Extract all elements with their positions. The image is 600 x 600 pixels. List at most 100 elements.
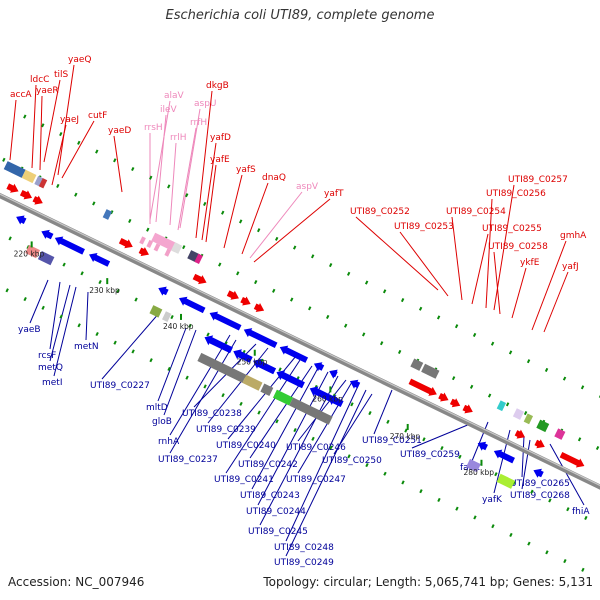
callout-line — [471, 233, 489, 305]
tick-mark — [253, 349, 256, 356]
gene-label-rcsF: rcsF — [38, 351, 56, 361]
lane-dot — [77, 140, 81, 145]
gene-label-UTI89_C0246: UTI89_C0246 — [286, 443, 346, 453]
callout-line — [259, 375, 339, 526]
gene-label-alaV: alaV — [164, 91, 185, 101]
callout-line — [227, 355, 297, 440]
gene-arrow — [226, 290, 239, 300]
callout-line — [201, 142, 217, 241]
lane-dot — [581, 567, 585, 572]
lane-dot — [472, 332, 477, 338]
lane-dot — [23, 114, 27, 119]
lane-dot — [308, 306, 312, 311]
callout-line — [251, 367, 319, 490]
cds-box — [151, 232, 179, 253]
cds-box — [554, 428, 566, 440]
lane-dot — [290, 297, 294, 302]
callout-line — [297, 379, 347, 442]
lane-dot — [544, 367, 549, 372]
lane-dot — [530, 489, 534, 494]
callout-line — [179, 108, 201, 229]
lane-dot — [170, 314, 174, 320]
gene-arrow — [349, 379, 361, 389]
gene-label-gmhA: gmhA — [560, 231, 587, 241]
gene-label-rrfH: rrfH — [190, 118, 207, 128]
lane-dot — [491, 524, 495, 529]
gene-arrow — [327, 395, 344, 408]
lane-dot — [239, 401, 243, 406]
cds-box — [102, 209, 113, 220]
gene-label-UTI89_C0250: UTI89_C0250 — [322, 456, 382, 466]
tick-mark — [480, 459, 483, 466]
gene-arrow — [493, 449, 515, 464]
lane-dot — [422, 437, 426, 442]
callout-line — [521, 435, 525, 478]
callout-line — [333, 393, 373, 455]
lane-dot — [98, 280, 102, 285]
lane-dot — [113, 340, 117, 345]
lane-dot — [59, 314, 63, 319]
lane-dot — [346, 271, 351, 276]
gene-label-UTI89_C0256: UTI89_C0256 — [486, 189, 546, 199]
gene-arrow — [514, 429, 526, 439]
callout-line — [549, 443, 585, 506]
lane-dot — [451, 376, 456, 381]
lane-dot — [131, 166, 135, 172]
gene-label-UTI89_C0249: UTI89_C0249 — [274, 558, 334, 568]
lane-dot — [523, 411, 528, 416]
callout-line — [297, 381, 353, 474]
gene-label-accA: accA — [10, 90, 32, 100]
cds-box — [410, 358, 424, 371]
lane-dot — [257, 410, 261, 415]
cds-box — [38, 178, 48, 189]
lane-dot — [95, 149, 99, 154]
lane-dot — [116, 288, 120, 293]
lane-dot — [350, 402, 354, 407]
gene-label-ileV: ileV — [160, 105, 178, 115]
callout-line — [169, 339, 237, 454]
callout-line — [471, 421, 489, 462]
lane-dot — [386, 419, 390, 424]
gene-label-UTI89_C0245: UTI89_C0245 — [248, 527, 308, 537]
lane-dot — [577, 437, 582, 442]
lane-dot — [41, 305, 45, 310]
gene-label-tilS: tilS — [54, 70, 69, 80]
callout-line — [223, 174, 243, 249]
lane-dot — [41, 123, 45, 128]
gene-label-UTI89_C0239: UTI89_C0239 — [196, 425, 256, 435]
lane-dot — [292, 245, 297, 250]
gene-label-UTI89_C0254: UTI89_C0254 — [446, 207, 506, 217]
lane-dot — [254, 280, 258, 285]
lane-dot — [454, 324, 459, 329]
lane-dot — [203, 201, 207, 206]
lane-dot — [545, 550, 549, 555]
lane-dot — [310, 254, 315, 259]
cds-box — [25, 244, 41, 259]
callout-line — [451, 216, 463, 301]
callout-line — [163, 329, 197, 416]
gene-arrow — [243, 328, 278, 349]
gene-label-yaeD: yaeD — [108, 126, 131, 136]
callout-line — [285, 389, 367, 557]
feature-layer — [2, 114, 600, 572]
lane-dot — [584, 515, 588, 520]
gene-label-UTI89_C0255: UTI89_C0255 — [482, 224, 542, 234]
lane-dot — [383, 471, 387, 476]
lane-dot — [595, 445, 600, 451]
lane-dot — [400, 297, 405, 303]
lane-dot — [580, 385, 585, 390]
backbone-line — [0, 192, 600, 490]
lane-dot — [134, 297, 138, 302]
gene-label-UTI89_C0259: UTI89_C0259 — [400, 450, 460, 460]
gene-arrow — [138, 247, 149, 257]
lane-dot — [509, 532, 513, 537]
callout-line — [9, 99, 17, 161]
gene-label-rnhA: rnhA — [158, 437, 180, 447]
lane-dot — [221, 210, 225, 215]
lane-dot — [562, 376, 567, 381]
gene-arrow — [118, 238, 133, 249]
lane-dot — [56, 183, 60, 189]
cds-box — [194, 253, 203, 264]
gene-label-metN: metN — [74, 342, 99, 352]
